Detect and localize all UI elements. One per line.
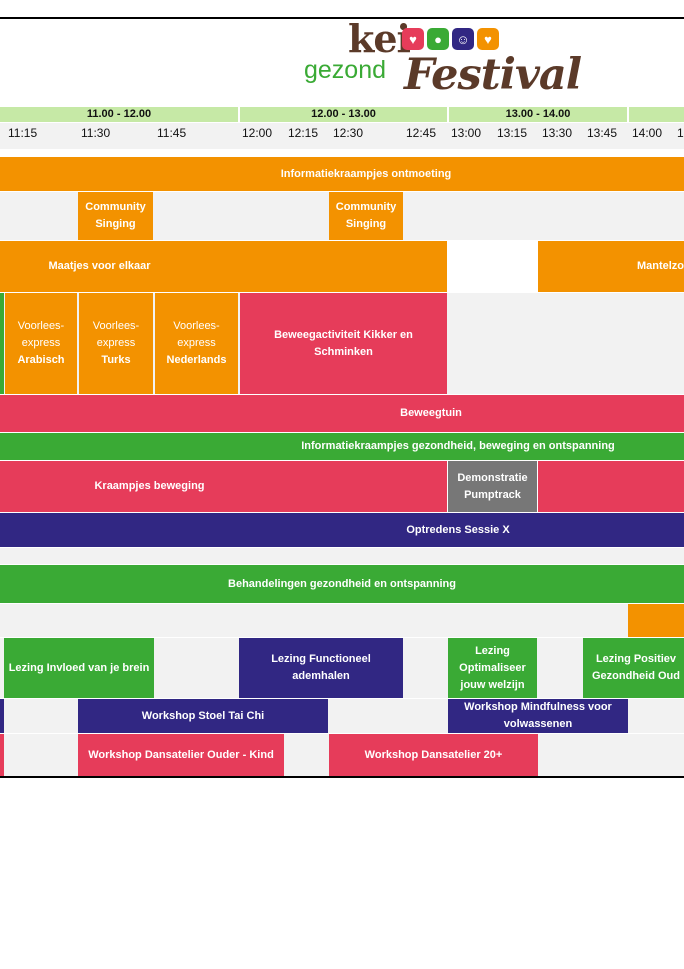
event-voorlees-language: Nederlands bbox=[166, 354, 227, 366]
logo-word-gezond: gezond bbox=[304, 56, 387, 84]
event-voorlees-label: Voorlees- express bbox=[92, 320, 140, 349]
event-lezing-welzijn[interactable]: Lezing Optimaliseer jouw welzijn bbox=[448, 638, 537, 698]
event-beweegactiviteit-kikker[interactable]: Beweegactiviteit Kikker en Schminken bbox=[240, 293, 447, 394]
event-voorlees-label: Voorlees- express bbox=[173, 320, 220, 349]
quarter-label: 11:30 bbox=[81, 126, 111, 140]
event-dansatelier-ouder-kind[interactable]: Workshop Dansatelier Ouder - Kind bbox=[78, 734, 284, 776]
event-workshop-tai-chi[interactable]: Workshop Stoel Tai Chi bbox=[78, 699, 328, 733]
event-voorlees-language: Turks bbox=[101, 354, 131, 366]
quarter-label: 14:00 bbox=[632, 126, 663, 140]
quarter-label: 11:45 bbox=[157, 126, 187, 140]
event-kraampjes-continued[interactable] bbox=[538, 461, 684, 512]
quarter-label: 13:30 bbox=[542, 126, 573, 140]
event-navy-edge bbox=[0, 699, 4, 733]
bottom-border bbox=[0, 776, 684, 778]
logo-word-festival: Festival bbox=[404, 50, 582, 100]
hour-separator bbox=[238, 107, 240, 122]
event-voorlees-language: Arabisch bbox=[17, 354, 65, 366]
schedule-row bbox=[0, 548, 684, 564]
event-maatjes[interactable]: Maatjes voor elkaar bbox=[0, 241, 447, 292]
event-beweegtuin[interactable]: Beweegtuin bbox=[0, 395, 684, 432]
hour-header-12: 12.00 - 13.00 bbox=[240, 107, 447, 122]
event-mantelzorg[interactable]: Mantelzo bbox=[538, 241, 684, 292]
quarter-label: 12:45 bbox=[406, 126, 437, 140]
event-info-ontmoeting[interactable]: Informatiekraampjes ontmoeting bbox=[0, 157, 684, 191]
event-orange-block[interactable] bbox=[628, 604, 684, 637]
hour-separator bbox=[447, 107, 449, 122]
quarter-label: 12:15 bbox=[288, 126, 319, 140]
smiley-icon: ☺ bbox=[452, 28, 474, 50]
event-lezing-positieve-gezondheid[interactable]: Lezing Positiev Gezondheid Oud bbox=[583, 638, 684, 698]
event-pink-edge bbox=[0, 734, 4, 776]
quarter-label: 13:00 bbox=[451, 126, 482, 140]
event-kraampjes-beweging[interactable]: Kraampjes beweging bbox=[0, 461, 447, 512]
event-optredens-sessie-x[interactable]: Optredens Sessie X bbox=[0, 513, 684, 547]
quarter-label: 13:15 bbox=[497, 126, 528, 140]
hour-header-13: 13.00 - 14.00 bbox=[449, 107, 627, 122]
event-community-singing[interactable]: Community Singing bbox=[329, 192, 403, 240]
quarter-label: 11:15 bbox=[8, 126, 38, 140]
quarter-label: 1 bbox=[677, 126, 684, 140]
event-lezing-brein[interactable]: Lezing Invloed van je brein bbox=[4, 638, 154, 698]
quarter-label: 12:30 bbox=[333, 126, 364, 140]
event-demonstratie-pumptrack[interactable]: Demonstratie Pumptrack bbox=[448, 461, 537, 512]
quarter-label: 12:00 bbox=[242, 126, 273, 140]
logo-icons: ♥ ● ☺ ♥ bbox=[402, 28, 499, 52]
schedule-row bbox=[0, 604, 684, 637]
event-workshop-mindfulness[interactable]: Workshop Mindfulness voor volwassenen bbox=[448, 699, 628, 733]
heart-check-icon: ♥ bbox=[402, 28, 424, 50]
event-voorlees-label: Voorlees- express bbox=[17, 320, 65, 349]
event-info-gezondheid[interactable]: Informatiekraampjes gezondheid, beweging… bbox=[0, 433, 684, 460]
event-community-singing[interactable]: Community Singing bbox=[78, 192, 153, 240]
event-voorlees-nederlands[interactable]: Voorlees- express Nederlands bbox=[155, 293, 238, 394]
event-dansatelier-20plus[interactable]: Workshop Dansatelier 20+ bbox=[329, 734, 538, 776]
event-voorlees-turks[interactable]: Voorlees- express Turks bbox=[79, 293, 153, 394]
quarter-row bbox=[0, 123, 684, 149]
hour-header-14 bbox=[629, 107, 684, 122]
event-lezing-ademhalen[interactable]: Lezing Functioneel ademhalen bbox=[239, 638, 403, 698]
event-green-edge bbox=[0, 293, 4, 394]
festival-logo: kei ♥ ● ☺ ♥ gezond Festival bbox=[300, 16, 582, 108]
logo-word-kei: kei bbox=[348, 16, 411, 61]
top-border bbox=[0, 17, 684, 19]
event-behandelingen[interactable]: Behandelingen gezondheid en ontspanning bbox=[0, 565, 684, 603]
quarter-label: 13:45 bbox=[587, 126, 618, 140]
apple-icon: ● bbox=[427, 28, 449, 50]
hour-header-11: 11.00 - 12.00 bbox=[0, 107, 238, 122]
heart-icon: ♥ bbox=[477, 28, 499, 50]
event-voorlees-arabisch[interactable]: Voorlees- express Arabisch bbox=[5, 293, 77, 394]
hour-separator bbox=[627, 107, 629, 122]
